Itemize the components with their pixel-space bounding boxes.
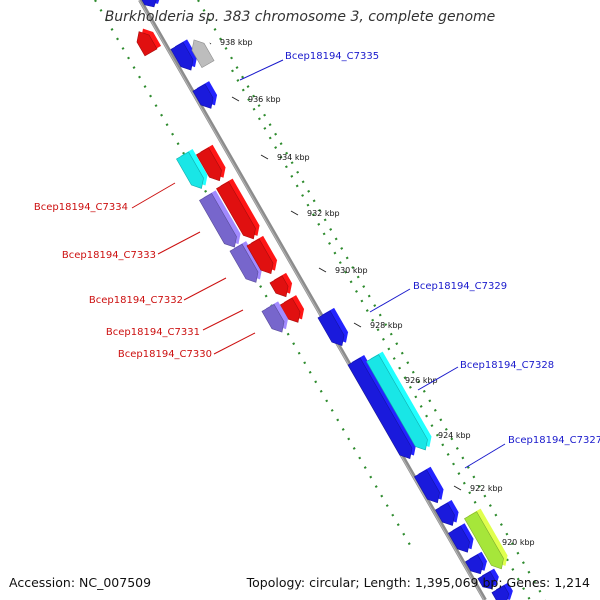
gene-purple-1	[199, 190, 241, 248]
gene-lime-face	[464, 511, 504, 570]
gene-red-2-face	[216, 181, 256, 240]
gene-purple-3	[261, 301, 289, 333]
gene-blue-6	[435, 499, 459, 526]
gene-top-blue-face	[141, 0, 157, 8]
gene-blue-8-face	[465, 554, 484, 575]
kbp-ticks: 938 kbp 936 kbp 934 kbp 932 kbp 930 kbp 928 k…	[203, 38, 535, 547]
callout-line	[202, 309, 244, 331]
gene-label-right: Bcep18194_C7329	[413, 281, 507, 292]
callout-line	[417, 366, 459, 391]
gene-blue-9-face	[477, 571, 496, 590]
map-title: Burkholderia sp. 383 chromosome 3, compl…	[104, 9, 496, 25]
callout-line	[369, 288, 411, 313]
gene-blue-2	[192, 81, 218, 109]
callout-line	[183, 277, 227, 301]
gene-red-5-face	[279, 297, 301, 323]
gene-red-3	[246, 235, 278, 274]
chromosome-backbone-highlight	[138, 0, 485, 600]
gene-blue-8	[465, 551, 487, 575]
gene-label-right: Bcep18194_C7328	[460, 360, 554, 371]
accession: Accession: NC_007509	[9, 575, 152, 590]
callout-line	[157, 231, 201, 255]
tick-mark	[260, 154, 269, 160]
gene-top-red-face	[136, 31, 158, 57]
gene-red-3-face	[246, 238, 274, 274]
dotted-line-inner-right	[197, 0, 546, 600]
gene-blue-10	[491, 582, 513, 600]
tick-label: 924 kbp	[438, 431, 471, 440]
gene-label-left: Bcep18194_C7333	[62, 250, 156, 261]
gene-red-1-face	[196, 147, 222, 182]
tick-mark	[353, 322, 362, 328]
gene-label-right: Bcep18194_C7335	[285, 51, 379, 62]
tick-label: 928 kbp	[370, 321, 403, 330]
gene-blue-3-face	[317, 310, 345, 346]
gene-blue-9	[477, 568, 499, 590]
gene-red-4-face	[269, 275, 289, 298]
tick-label: 936 kbp	[248, 95, 281, 104]
gene-cyan-2-face	[366, 354, 428, 451]
gene-gray-face	[191, 39, 215, 69]
gene-gray	[191, 36, 219, 69]
gene-label-left: Bcep18194_C7330	[118, 349, 212, 360]
tick-label: 926 kbp	[405, 376, 438, 385]
gene-blue-7-face	[448, 525, 470, 553]
gene-label-left: Bcep18194_C7334	[34, 202, 128, 213]
gene-blue-5-face	[414, 469, 440, 504]
gene-top-blue	[141, 0, 160, 8]
gene-purple-2	[229, 241, 263, 283]
tick-mark	[290, 210, 299, 216]
gene-purple-2-face	[229, 243, 259, 283]
gene-lime	[464, 508, 508, 570]
tick-label: 932 kbp	[307, 209, 340, 218]
callout-line	[213, 332, 256, 355]
gene-label-left: Bcep18194_C7331	[106, 327, 200, 338]
gene-cyan-1-face	[176, 151, 204, 189]
tick-label: 930 kbp	[335, 266, 368, 275]
callout-line	[464, 443, 506, 469]
gene-callouts: Bcep18194_C7335Bcep18194_C7329Bcep18194_…	[34, 51, 600, 469]
tick-label: 922 kbp	[470, 484, 503, 493]
gene-blue-6-face	[435, 502, 455, 526]
chromosome-backbone	[138, 0, 487, 600]
gene-blue-1	[170, 39, 198, 71]
gene-red-2	[216, 178, 260, 240]
tick-label: 934 kbp	[277, 153, 310, 162]
tick-mark	[453, 485, 462, 491]
gene-red-4	[269, 272, 293, 298]
gene-blue-2-face	[192, 83, 214, 109]
gene-label-right: Bcep18194_C7327	[508, 435, 600, 446]
tick-label: 938 kbp	[220, 38, 253, 47]
gene-blue-4-face	[347, 357, 413, 459]
gene-purple-1-face	[199, 192, 237, 248]
gene-red-5	[279, 295, 305, 323]
gene-blue-3	[317, 307, 349, 346]
tick-mark	[231, 96, 240, 102]
gene-purple-3-face	[261, 303, 285, 333]
gene-blue-7	[448, 523, 474, 553]
gene-blue-10-face	[491, 585, 510, 600]
gene-label-left: Bcep18194_C7332	[89, 295, 183, 306]
gene-cyan-1	[176, 149, 208, 189]
tick-mark	[318, 267, 327, 273]
callout-line	[239, 59, 284, 81]
gene-blue-1-face	[170, 41, 194, 71]
gene-blue-5	[414, 466, 444, 504]
genes	[136, 0, 513, 600]
gene-cyan-2	[366, 351, 432, 451]
gene-top-red	[136, 28, 162, 57]
gene-red-1	[196, 144, 226, 182]
genome-summary: Topology: circular; Length: 1,395,069 bp…	[246, 575, 590, 590]
gene-blue-4	[347, 354, 416, 459]
tick-label: 920 kbp	[502, 538, 535, 547]
callout-line	[131, 182, 176, 209]
